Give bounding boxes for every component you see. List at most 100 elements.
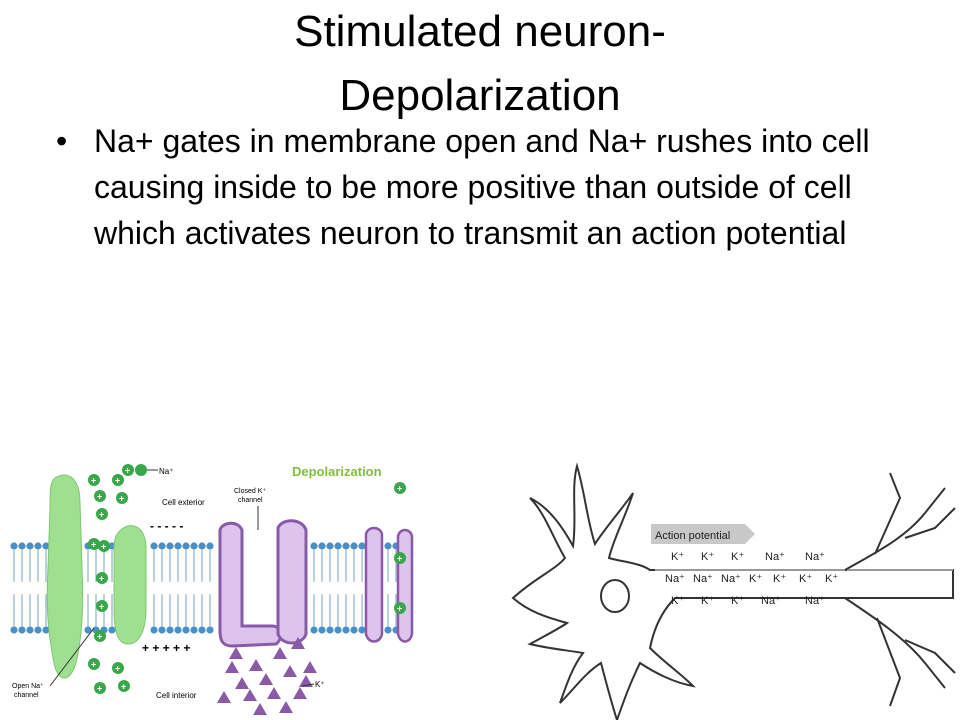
na-ion-sign: + <box>125 466 130 476</box>
lipid-head <box>384 542 392 550</box>
k-ion <box>225 661 239 673</box>
na-ion <box>112 474 124 486</box>
lipid-head <box>182 542 190 550</box>
ion-labels: K⁺K⁺K⁺Na⁺Na⁺Na⁺Na⁺Na⁺K⁺K⁺K⁺K⁺K⁺K⁺K⁺Na⁺Na… <box>665 551 838 607</box>
ion-label: Na⁺ <box>761 595 781 607</box>
k-ion <box>299 675 313 687</box>
axon-terminals <box>844 472 956 707</box>
na-ion <box>94 490 106 502</box>
na-ion <box>394 552 406 564</box>
na-ion <box>88 538 100 550</box>
lipid-head <box>206 626 214 634</box>
cell-exterior-label: Cell exterior <box>162 498 205 507</box>
k-ion <box>291 637 305 649</box>
lipid-head <box>158 542 166 550</box>
ion-label: K⁺ <box>731 595 744 607</box>
lipid-head <box>342 542 350 550</box>
lipid-head <box>350 542 358 550</box>
na-ion-sign: + <box>115 664 120 674</box>
na-ion-sign: + <box>91 660 96 670</box>
lipid-head <box>334 626 342 634</box>
k-ion <box>217 691 231 703</box>
ion-label: K⁺ <box>701 595 714 607</box>
bullet-text: Na+ gates in membrane open and Na+ rushe… <box>94 123 870 251</box>
open-na-label-2: channel <box>14 692 39 699</box>
k-ion <box>259 673 273 685</box>
ion-label: K⁺ <box>773 573 786 585</box>
lipid-head <box>326 626 334 634</box>
lipid-head <box>10 542 18 550</box>
na-ion-sign: + <box>99 510 104 520</box>
lipid-head <box>310 542 318 550</box>
lipid-head <box>84 626 92 634</box>
k-ion <box>283 665 297 677</box>
na-ion-sign: + <box>99 602 104 612</box>
action-potential-arrow <box>651 524 755 544</box>
ion-label: Na⁺ <box>765 551 785 563</box>
lipid-head <box>190 542 198 550</box>
na-ion-sign: + <box>97 684 102 694</box>
k-ion <box>303 661 317 673</box>
na-ions: ++++++++++++++++++ <box>88 464 406 694</box>
k-ion <box>253 703 267 715</box>
lipid-head <box>198 626 206 634</box>
open-na-pointer <box>49 627 95 687</box>
na-legend-label: Na⁺ <box>159 467 173 476</box>
k-ions <box>217 637 317 715</box>
lipid-head <box>182 626 190 634</box>
neuron-nucleus <box>600 579 630 613</box>
lipid-head <box>150 542 158 550</box>
k-channel-small-2 <box>396 528 414 643</box>
lipid-head <box>42 626 50 634</box>
figure-heading: Depolarization <box>292 464 382 479</box>
bullet-dot-icon: • <box>56 123 68 159</box>
na-ion-sign: + <box>115 476 120 486</box>
na-ion-sign: + <box>397 484 402 494</box>
k-legend-line <box>301 683 315 687</box>
lipid-head <box>166 542 174 550</box>
na-ion-sign: + <box>97 492 102 502</box>
ion-label: Na⁺ <box>805 551 825 563</box>
ion-label: K⁺ <box>701 551 714 563</box>
lipid-head <box>34 626 42 634</box>
closed-k-label-2: channel <box>238 497 263 504</box>
na-ion-sign: + <box>397 554 402 564</box>
ion-label: K⁺ <box>749 573 762 585</box>
na-ion <box>88 658 100 670</box>
k-ion <box>273 647 287 659</box>
cell-interior-label: Cell interior <box>156 691 197 700</box>
closed-k-label-1: Closed K⁺ <box>234 488 266 495</box>
lipid-head <box>18 626 26 634</box>
ion-label: K⁺ <box>799 573 812 585</box>
na-ion <box>394 602 406 614</box>
ion-label: Na⁺ <box>665 573 685 585</box>
lipid-head <box>384 626 392 634</box>
k-channel-small-1 <box>364 526 384 643</box>
k-ion <box>229 647 243 659</box>
k-ion <box>279 701 293 713</box>
exterior-charges: - - - - - <box>150 519 183 533</box>
bullet-item: • Na+ gates in membrane open and Na+ rus… <box>56 118 916 256</box>
na-ion <box>94 682 106 694</box>
membrane-depolarization-figure: Depolarization Na⁺ Cell exterior Cell in… <box>10 458 415 720</box>
k-ion <box>235 677 249 689</box>
lipid-head <box>158 626 166 634</box>
lipid-head <box>334 542 342 550</box>
closed-k-channel-right <box>276 519 308 645</box>
ion-label: Na⁺ <box>805 595 825 607</box>
k-legend-label: K⁺ <box>315 680 325 689</box>
na-ion <box>96 572 108 584</box>
k-ion <box>243 689 257 701</box>
lipid-head <box>150 626 158 634</box>
na-ion <box>98 540 110 552</box>
ion-label: Na⁺ <box>693 573 713 585</box>
lipid-head <box>18 542 26 550</box>
lipid-head <box>318 626 326 634</box>
bullet-list: • Na+ gates in membrane open and Na+ rus… <box>56 118 916 256</box>
k-ion <box>293 687 307 699</box>
open-na-channel <box>46 474 84 679</box>
lipid-head <box>342 626 350 634</box>
na-ion <box>112 662 124 674</box>
lipid-head <box>190 626 198 634</box>
na-ion <box>96 600 108 612</box>
